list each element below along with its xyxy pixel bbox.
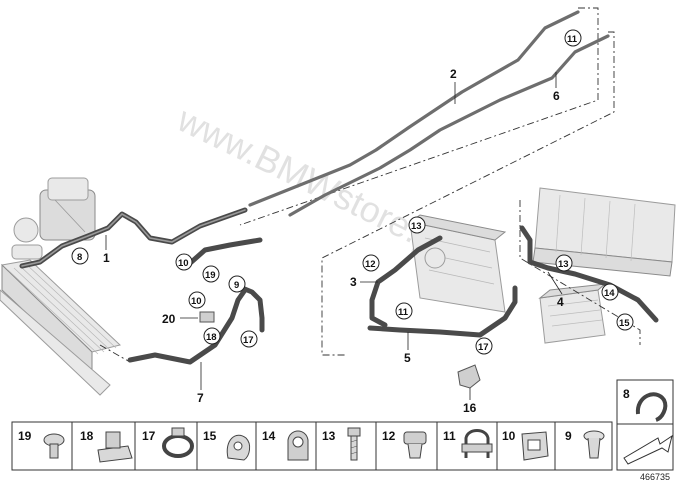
pipe-clip-icon	[226, 434, 251, 461]
plug-icon	[583, 430, 605, 459]
callout-6: 6	[553, 89, 560, 103]
hose-7	[127, 237, 265, 365]
circle-10-b-text: 10	[191, 296, 202, 307]
pump-assembly	[11, 177, 96, 260]
circle-17-b-text: 17	[478, 342, 489, 353]
circle-15-text: 15	[619, 318, 630, 329]
radiator	[0, 259, 122, 396]
strip-label-17: 17	[142, 429, 156, 443]
circle-9-text: 9	[234, 280, 239, 291]
bracket-16	[457, 364, 481, 389]
strip-label-13: 13	[322, 429, 336, 443]
bracket-clip-icon	[97, 431, 133, 463]
circle-17-b: 17	[475, 337, 493, 355]
circle-12-text: 12	[365, 259, 376, 270]
circle-19: 19	[202, 265, 220, 283]
bracket-icon	[521, 431, 549, 461]
bolt-icon	[347, 427, 361, 461]
pipe-holder-icon	[287, 430, 309, 461]
circle-13-b: 13	[555, 254, 573, 272]
circle-13-b-text: 13	[558, 259, 569, 270]
circle-13-a-text: 13	[411, 221, 422, 232]
circle-14: 14	[601, 283, 619, 301]
rigid-lines	[248, 10, 610, 217]
circle-10-b: 10	[188, 291, 206, 309]
circle-11-b-text: 11	[398, 307, 409, 318]
circle-9: 9	[228, 275, 246, 293]
callout-7: 7	[197, 391, 204, 405]
circle-14-text: 14	[604, 288, 615, 299]
circle-18: 18	[203, 327, 221, 345]
strip-label-14: 14	[262, 429, 276, 443]
circle-11-b: 11	[395, 302, 413, 320]
spring-clip-icon	[403, 431, 427, 459]
hose-1	[19, 207, 248, 269]
circle-11-top: 11	[564, 29, 582, 47]
callout-4: 4	[557, 295, 564, 309]
strip-label-8: 8	[623, 387, 630, 401]
strip-label-19: 19	[18, 429, 32, 443]
strip-label-11: 11	[443, 429, 456, 443]
circle-19-text: 19	[205, 270, 216, 281]
assembly-frames	[99, 7, 641, 363]
electronics-unit	[532, 187, 676, 277]
circle-10-a: 10	[175, 253, 193, 271]
circle-12: 12	[362, 254, 380, 272]
callout-2: 2	[450, 67, 457, 81]
callout-20: 20	[162, 312, 176, 326]
circle-8-text: 8	[77, 252, 82, 263]
heater-unit	[408, 214, 507, 313]
circle-17-a: 17	[240, 330, 258, 348]
document-id: 466735	[640, 472, 670, 482]
strip-label-10: 10	[502, 429, 516, 443]
circle-18-text: 18	[206, 332, 217, 343]
callout-5: 5	[404, 351, 411, 365]
callout-1: 1	[103, 251, 110, 265]
circle-17-a-text: 17	[243, 335, 254, 346]
callout-labels: 1 2 3 4 5 6 7 16 20	[103, 67, 564, 415]
hose-clamp-icon	[635, 392, 668, 422]
push-rivet-icon	[43, 433, 65, 459]
circle-15: 15	[616, 313, 634, 331]
circle-10-a-text: 10	[178, 258, 189, 269]
callout-3: 3	[350, 275, 357, 289]
strip-label-18: 18	[80, 429, 94, 443]
circle-13-a: 13	[408, 216, 426, 234]
strip-label-9: 9	[565, 429, 572, 443]
strip-label-15: 15	[203, 429, 217, 443]
arrow-icon	[623, 434, 673, 465]
callout-16: 16	[463, 401, 477, 415]
parts-strip: 19 18 17 15 14 13	[11, 379, 674, 471]
strip-label-12: 12	[382, 429, 396, 443]
circled-callouts: 11 8 10 19 9 10 18 17 13 12 11 17 13 14 …	[71, 29, 634, 355]
hose-clamp-icon	[162, 427, 194, 458]
converter-box	[538, 283, 607, 344]
double-clip-icon	[461, 429, 493, 458]
circle-8: 8	[71, 247, 89, 265]
circle-11-top-text: 11	[567, 34, 578, 45]
